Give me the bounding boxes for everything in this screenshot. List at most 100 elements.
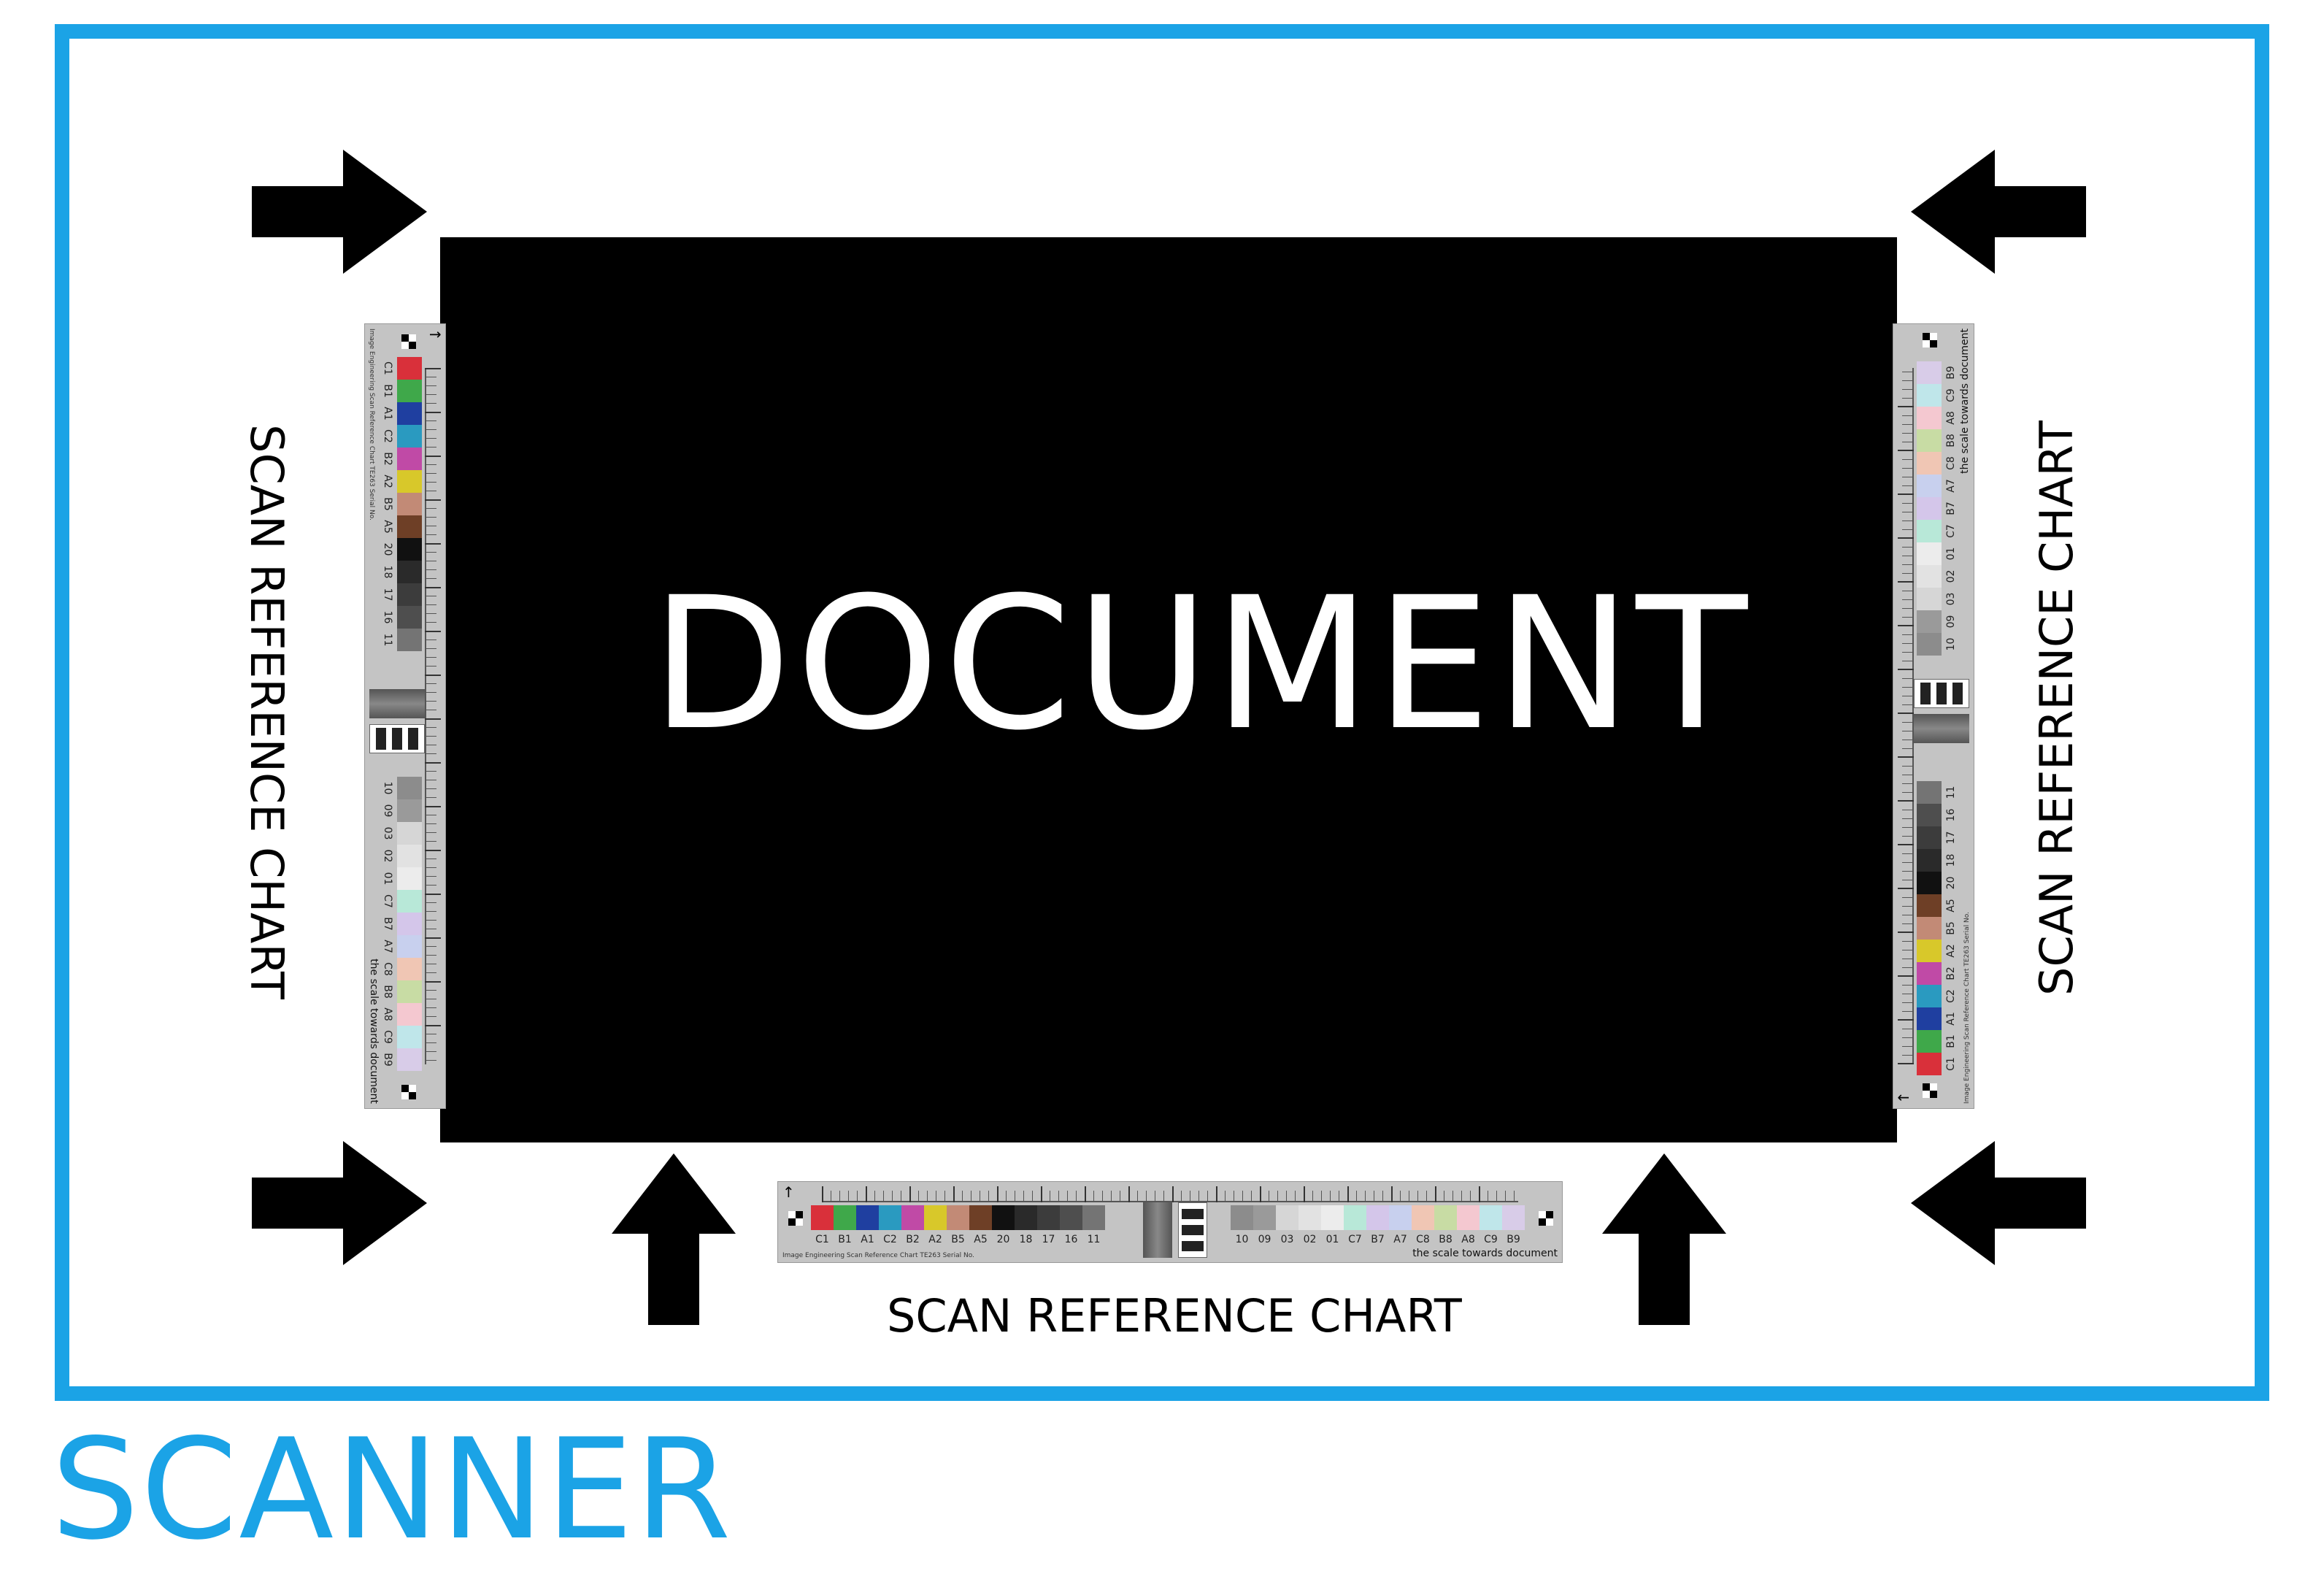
patch-code: 03 xyxy=(1280,1234,1294,1245)
patch-code: 09 xyxy=(1258,1234,1271,1245)
patch-code: B5 xyxy=(382,497,393,511)
chart-label-bottom: SCAN REFERENCE CHART xyxy=(887,1289,1462,1343)
patch-code: 01 xyxy=(1325,1234,1339,1245)
patch-code: 01 xyxy=(382,872,393,886)
patch-code: 10 xyxy=(1945,637,1957,651)
color-patch xyxy=(397,380,422,402)
patch-code: 02 xyxy=(382,849,393,863)
color-patch xyxy=(1502,1205,1525,1230)
color-patch xyxy=(397,448,422,470)
color-patch xyxy=(1917,588,1942,610)
strip-footer: Image Engineering Scan Reference Chart T… xyxy=(368,329,375,521)
patch-code: A5 xyxy=(382,520,393,534)
center-target xyxy=(1143,1202,1207,1258)
strip-arrow-icon: ↑ xyxy=(426,329,444,341)
patch-code: B1 xyxy=(1945,1034,1957,1048)
patch-code: B2 xyxy=(1945,967,1957,980)
patch-code: B8 xyxy=(1945,434,1957,448)
patch-code: C8 xyxy=(382,962,393,976)
strip-footer: Image Engineering Scan Reference Chart T… xyxy=(1963,912,1971,1104)
color-patch xyxy=(1917,610,1942,633)
color-patch xyxy=(856,1205,879,1230)
patch-code: 18 xyxy=(1019,1234,1033,1245)
patch-code: B8 xyxy=(382,985,393,999)
arrow-right-icon xyxy=(252,150,427,274)
checker-target xyxy=(1539,1211,1553,1226)
color-patch xyxy=(1917,633,1942,656)
patch-code: 16 xyxy=(1064,1234,1078,1245)
strip-ruler-major xyxy=(1898,368,1914,1064)
color-patch xyxy=(1917,849,1942,872)
strip-note: the scale towards document xyxy=(368,959,380,1104)
patch-code: A1 xyxy=(861,1234,874,1245)
color-patch xyxy=(397,1026,422,1048)
chart-label-left: SCAN REFERENCE CHART xyxy=(240,424,293,999)
center-target xyxy=(369,689,425,753)
patch-code: 10 xyxy=(1235,1234,1249,1245)
color-patch xyxy=(1917,872,1942,894)
color-patch xyxy=(1917,542,1942,565)
gray-wedge xyxy=(369,689,425,718)
color-patch xyxy=(1917,429,1942,452)
patch-code: B7 xyxy=(382,917,393,931)
patch-code: 01 xyxy=(1945,547,1957,561)
document-area: DOCUMENT xyxy=(440,237,1897,1142)
patch-code: C1 xyxy=(1945,1057,1957,1071)
arrow-left-icon xyxy=(1911,150,2086,274)
color-patch xyxy=(1917,826,1942,849)
patch-row xyxy=(1917,781,1942,1075)
color-patch xyxy=(1344,1205,1366,1230)
strip-note: the scale towards document xyxy=(1959,329,1971,474)
patch-code: 20 xyxy=(382,542,393,556)
gray-wedge xyxy=(1914,714,1969,743)
color-patch xyxy=(947,1205,969,1230)
patch-code: 18 xyxy=(382,565,393,579)
gray-wedge xyxy=(1143,1202,1172,1258)
patch-code: 11 xyxy=(1087,1234,1101,1245)
patch-code: 18 xyxy=(1945,853,1957,867)
color-patch xyxy=(397,777,422,799)
patch-code: B1 xyxy=(382,384,393,398)
color-patch xyxy=(1321,1205,1344,1230)
color-patch xyxy=(397,867,422,890)
chart-label-right: SCAN REFERENCE CHART xyxy=(2030,420,2083,996)
patch-code: C7 xyxy=(1348,1234,1362,1245)
patch-code: 20 xyxy=(1945,876,1957,890)
patch-row xyxy=(397,777,422,1071)
color-patch xyxy=(1298,1205,1321,1230)
color-patch xyxy=(1917,894,1942,917)
patch-code: B1 xyxy=(838,1234,852,1245)
color-patch xyxy=(397,913,422,935)
patch-code: 03 xyxy=(1945,592,1957,606)
color-patch xyxy=(397,515,422,538)
color-patch xyxy=(992,1205,1015,1230)
patch-code: C8 xyxy=(1945,456,1957,470)
strip-arrow-icon: ↑ xyxy=(1895,1091,1912,1104)
patch-code: 10 xyxy=(382,781,393,795)
color-patch xyxy=(1434,1205,1457,1230)
patch-code: C2 xyxy=(883,1234,897,1245)
strip-arrow-icon: ↑ xyxy=(782,1183,795,1201)
color-patch xyxy=(1917,384,1942,407)
color-patch xyxy=(397,561,422,583)
patch-code: A5 xyxy=(1945,899,1957,913)
patch-code: A8 xyxy=(382,1007,393,1021)
color-patch xyxy=(397,606,422,629)
color-patch xyxy=(397,958,422,980)
color-patch xyxy=(397,935,422,958)
strip-note: the scale towards document xyxy=(1412,1248,1558,1259)
arrow-left-icon xyxy=(1911,1141,2086,1265)
patch-code: A8 xyxy=(1945,411,1957,425)
patch-row xyxy=(1231,1205,1525,1230)
color-patch xyxy=(1917,962,1942,985)
patch-code: B2 xyxy=(906,1234,920,1245)
color-patch xyxy=(397,980,422,1003)
patch-code: B7 xyxy=(1371,1234,1385,1245)
